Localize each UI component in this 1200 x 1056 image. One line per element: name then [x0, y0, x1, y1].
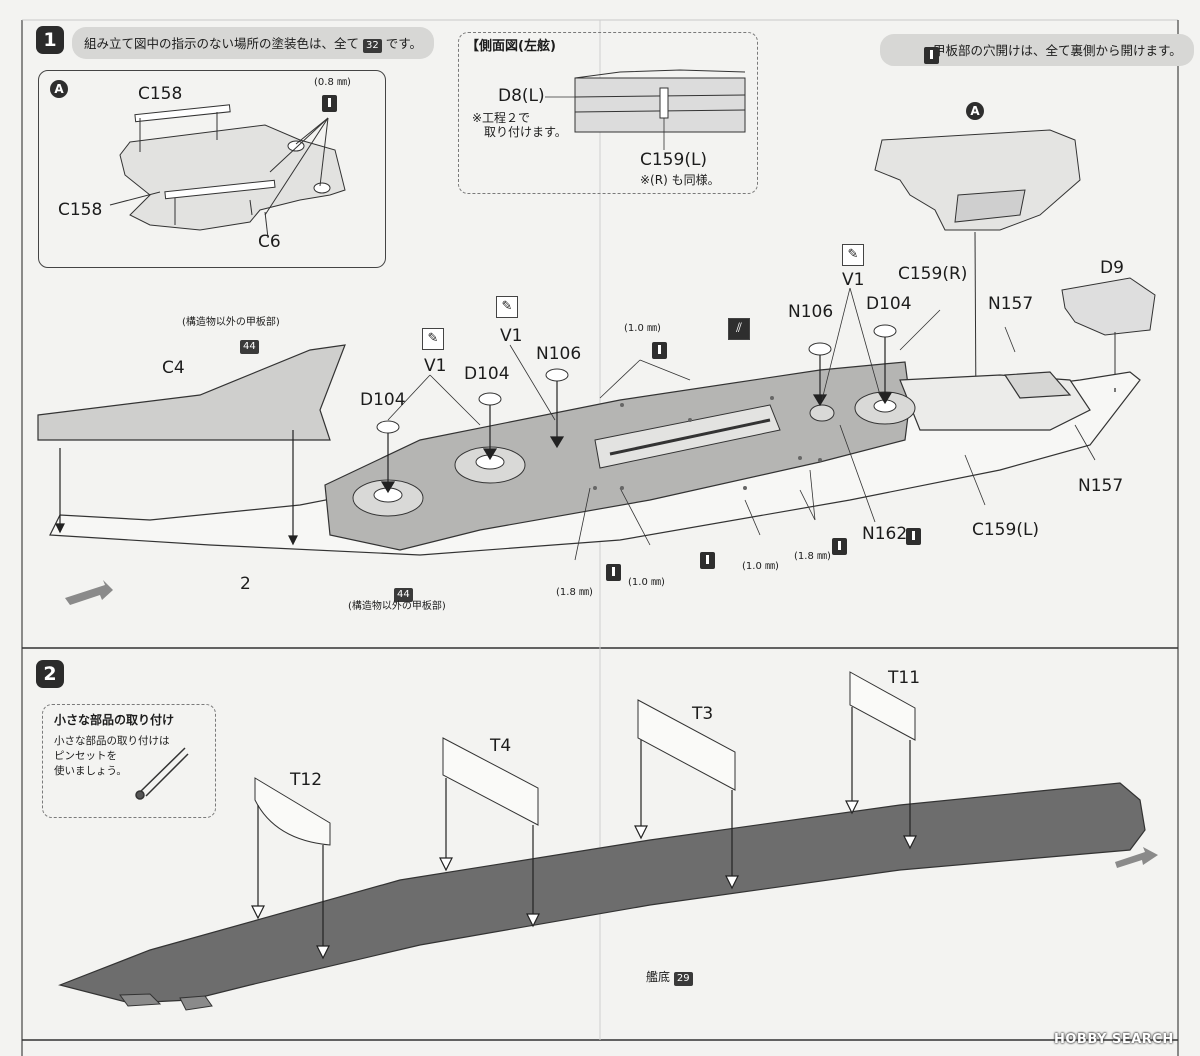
forward-arrow-step2: [1115, 847, 1158, 868]
c6-post-b: [313, 182, 331, 194]
c158-left-bar: [164, 179, 276, 200]
side-view-note-2: 取り付けます。: [484, 125, 567, 139]
paint-instruction-suffix: です。: [385, 36, 422, 51]
label-n106-b: N106: [788, 302, 834, 322]
tip-line-2: ピンセットを: [54, 750, 117, 762]
drill-icon: [924, 47, 939, 64]
cut-icon-c: ✎: [842, 244, 864, 266]
deck-holes: [593, 396, 822, 490]
hull-bottom-label: 艦底 29: [646, 968, 693, 986]
side-view-note-1: ※工程２で: [472, 111, 531, 125]
side-view-box: [458, 32, 758, 194]
deck-paint-chip-bottom: 44: [394, 582, 413, 602]
label-n106-a: N106: [536, 344, 582, 364]
deck-paint-caption-top: (構造物以外の甲板部): [182, 317, 280, 328]
step2-plates: [254, 671, 916, 846]
c158-top-bar: [134, 104, 231, 123]
label-part-2: 2: [240, 574, 251, 594]
detail-a-box: [38, 70, 386, 268]
hull-bottom-color: 29: [673, 972, 693, 986]
drill-icon-detail-a: [322, 95, 337, 112]
label-c158-left: C158: [58, 200, 103, 220]
step-2-badge: 2: [36, 660, 64, 688]
drill-icon-bl: [606, 564, 622, 581]
forward-arrow-step1: [65, 580, 113, 605]
step2-arrows: [251, 707, 917, 960]
label-t3: T3: [692, 704, 714, 724]
label-c159l: C159(L): [972, 520, 1040, 540]
drill-size-bl: (1.8 ㎜): [556, 587, 593, 598]
paint-color-chip: 32: [363, 39, 382, 53]
side-view-note-r: ※(R) も同様。: [640, 173, 720, 187]
hole-note-text: 甲板部の穴開けは、全て裏側から開けます。: [932, 43, 1182, 58]
deck-paint-number-top: 44: [240, 340, 259, 354]
label-c4: C4: [162, 358, 185, 378]
deck-piece-a: [874, 129, 1081, 231]
paint-instruction: 組み立て図中の指示のない場所の塗装色は、全て 32 です。: [72, 27, 434, 59]
step-1-badge: 1: [36, 26, 64, 54]
deck-paint-chip-top: 44: [240, 334, 259, 354]
label-d104-right: D104: [866, 294, 912, 314]
drill-icon-br2: [906, 528, 922, 545]
glue-icon: ⫽: [728, 318, 750, 340]
label-v1-a: V1: [424, 356, 447, 376]
label-t12: T12: [290, 770, 323, 790]
tweezers-icon: [135, 747, 189, 800]
tip-title: 小さな部品の取り付け: [54, 713, 175, 727]
label-c6: C6: [258, 232, 281, 252]
label-d104-mid: D104: [464, 364, 510, 384]
drill-size-top: (1.0 ㎜): [624, 323, 661, 334]
detail-a-deck: [119, 124, 346, 231]
drill-size-detail-a: (0.8 ㎜): [314, 77, 351, 88]
side-view-title: 【側面図(左舷): [466, 39, 556, 54]
drill-icon-bm: [700, 552, 716, 569]
step1-arrows: [55, 337, 1116, 546]
tip-line-3: 使いましょう。: [54, 765, 127, 777]
d104-rings: [376, 324, 897, 434]
label-d9: D9: [1100, 258, 1124, 278]
side-view-drawing: [545, 69, 746, 150]
cut-icon-a: ✎: [422, 328, 444, 350]
drill-size-bm: (1.0 ㎜): [628, 577, 665, 588]
label-c158-top: C158: [138, 84, 183, 104]
deck-paint-caption-bottom: (構造物以外の甲板部): [348, 601, 446, 612]
tip-box: [42, 704, 216, 818]
drill-icon-top: [652, 342, 668, 359]
label-n157-bottom: N157: [1078, 476, 1124, 496]
drill-size-br2: (1.8 ㎜): [794, 551, 831, 562]
label-n162: N162: [862, 524, 908, 544]
barbettes: [352, 391, 916, 517]
hull-bottom-label-text: 艦底: [646, 970, 671, 984]
drill-icon-br1: [832, 538, 848, 555]
tip-line-1: 小さな部品の取り付けは: [54, 735, 170, 747]
label-v1-b: V1: [500, 326, 523, 346]
deck-paint-number-bottom: 44: [394, 588, 413, 602]
label-v1-c: V1: [842, 270, 865, 290]
label-n157-top: N157: [988, 294, 1034, 314]
hull-bottom: [58, 782, 1146, 1004]
label-t4: T4: [490, 736, 512, 756]
hole-note: 甲板部の穴開けは、全て裏側から開けます。: [880, 34, 1194, 66]
label-t11: T11: [888, 668, 921, 688]
label-d8l: D8(L): [498, 86, 545, 106]
d9-piece: [1061, 277, 1156, 336]
detail-a-marker: A: [50, 80, 68, 98]
label-d104-left: D104: [360, 390, 406, 410]
cut-icon-b: ✎: [496, 296, 518, 318]
label-c159r: C159(R): [898, 264, 968, 284]
paint-instruction-text: 組み立て図中の指示のない場所の塗装色は、全て: [84, 36, 360, 51]
label-c159l-side: C159(L): [640, 150, 708, 170]
marker-a-main: A: [966, 102, 984, 120]
watermark: HOBBY SEARCH: [1054, 1032, 1174, 1047]
drill-size-br1: (1.0 ㎜): [742, 561, 779, 572]
